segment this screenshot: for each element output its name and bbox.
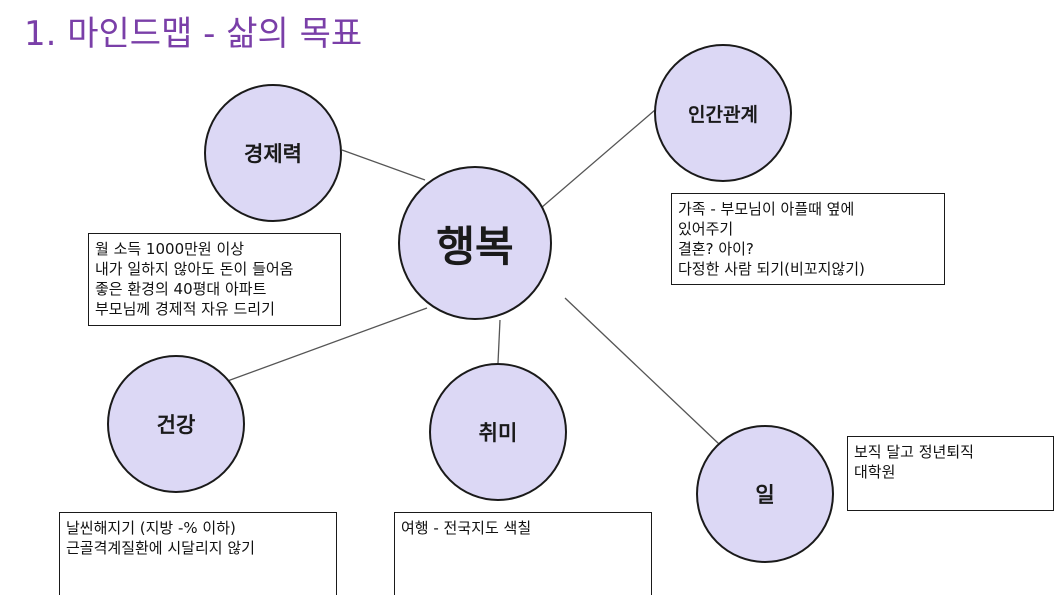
node-relations: 인간관계 <box>654 44 792 182</box>
connector-economy <box>341 149 426 181</box>
note-line: 부모님께 경제적 자유 드리기 <box>95 300 275 318</box>
center-node-label: 행복 <box>436 221 514 271</box>
node-economy: 경제력 <box>204 84 342 222</box>
node-hobby: 취미 <box>429 363 567 501</box>
connector-hobby <box>497 319 501 364</box>
note-line: 보직 달고 정년퇴직 <box>854 443 974 461</box>
node-health: 건강 <box>107 355 245 493</box>
node-economy-label: 경제력 <box>244 142 302 166</box>
node-health-label: 건강 <box>156 413 196 437</box>
note-line: 근골격계질환에 시달리지 않기 <box>66 539 255 557</box>
note-line: 내가 일하지 않아도 돈이 들어옴 <box>95 260 294 278</box>
node-relations-label: 인간관계 <box>688 103 758 126</box>
note-relations: 가족 - 부모님이 아플때 옆에 있어주기 결혼? 아이? 다정한 사람 되기(… <box>671 193 945 285</box>
note-line: 대학원 <box>854 463 896 481</box>
note-line: 여행 - 전국지도 색칠 <box>401 519 532 537</box>
note-line: 가족 - 부모님이 아플때 옆에 <box>678 200 855 218</box>
note-line: 결혼? 아이? <box>678 240 754 258</box>
page-title: 1. 마인드맵 - 삶의 목표 <box>24 14 363 54</box>
node-hobby-label: 취미 <box>478 421 518 445</box>
note-work: 보직 달고 정년퇴직 대학원 <box>847 436 1054 511</box>
node-work: 일 <box>696 425 834 563</box>
note-line: 좋은 환경의 40평대 아파트 <box>95 280 267 298</box>
center-node: 행복 <box>398 166 552 320</box>
note-hobby: 여행 - 전국지도 색칠 <box>394 512 652 595</box>
note-health: 날씬해지기 (지방 -% 이하) 근골격계질환에 시달리지 않기 <box>59 512 337 595</box>
note-economy: 월 소득 1000만원 이상 내가 일하지 않아도 돈이 들어옴 좋은 환경의 … <box>88 233 341 326</box>
node-work-label: 일 <box>755 483 775 507</box>
note-line: 다정한 사람 되기(비꼬지않기) <box>678 260 865 278</box>
note-line: 날씬해지기 (지방 -% 이하) <box>66 519 236 537</box>
connector-work <box>564 297 720 445</box>
connector-health <box>221 307 428 384</box>
note-line: 있어주기 <box>678 220 734 238</box>
note-line: 월 소득 1000만원 이상 <box>95 240 245 258</box>
